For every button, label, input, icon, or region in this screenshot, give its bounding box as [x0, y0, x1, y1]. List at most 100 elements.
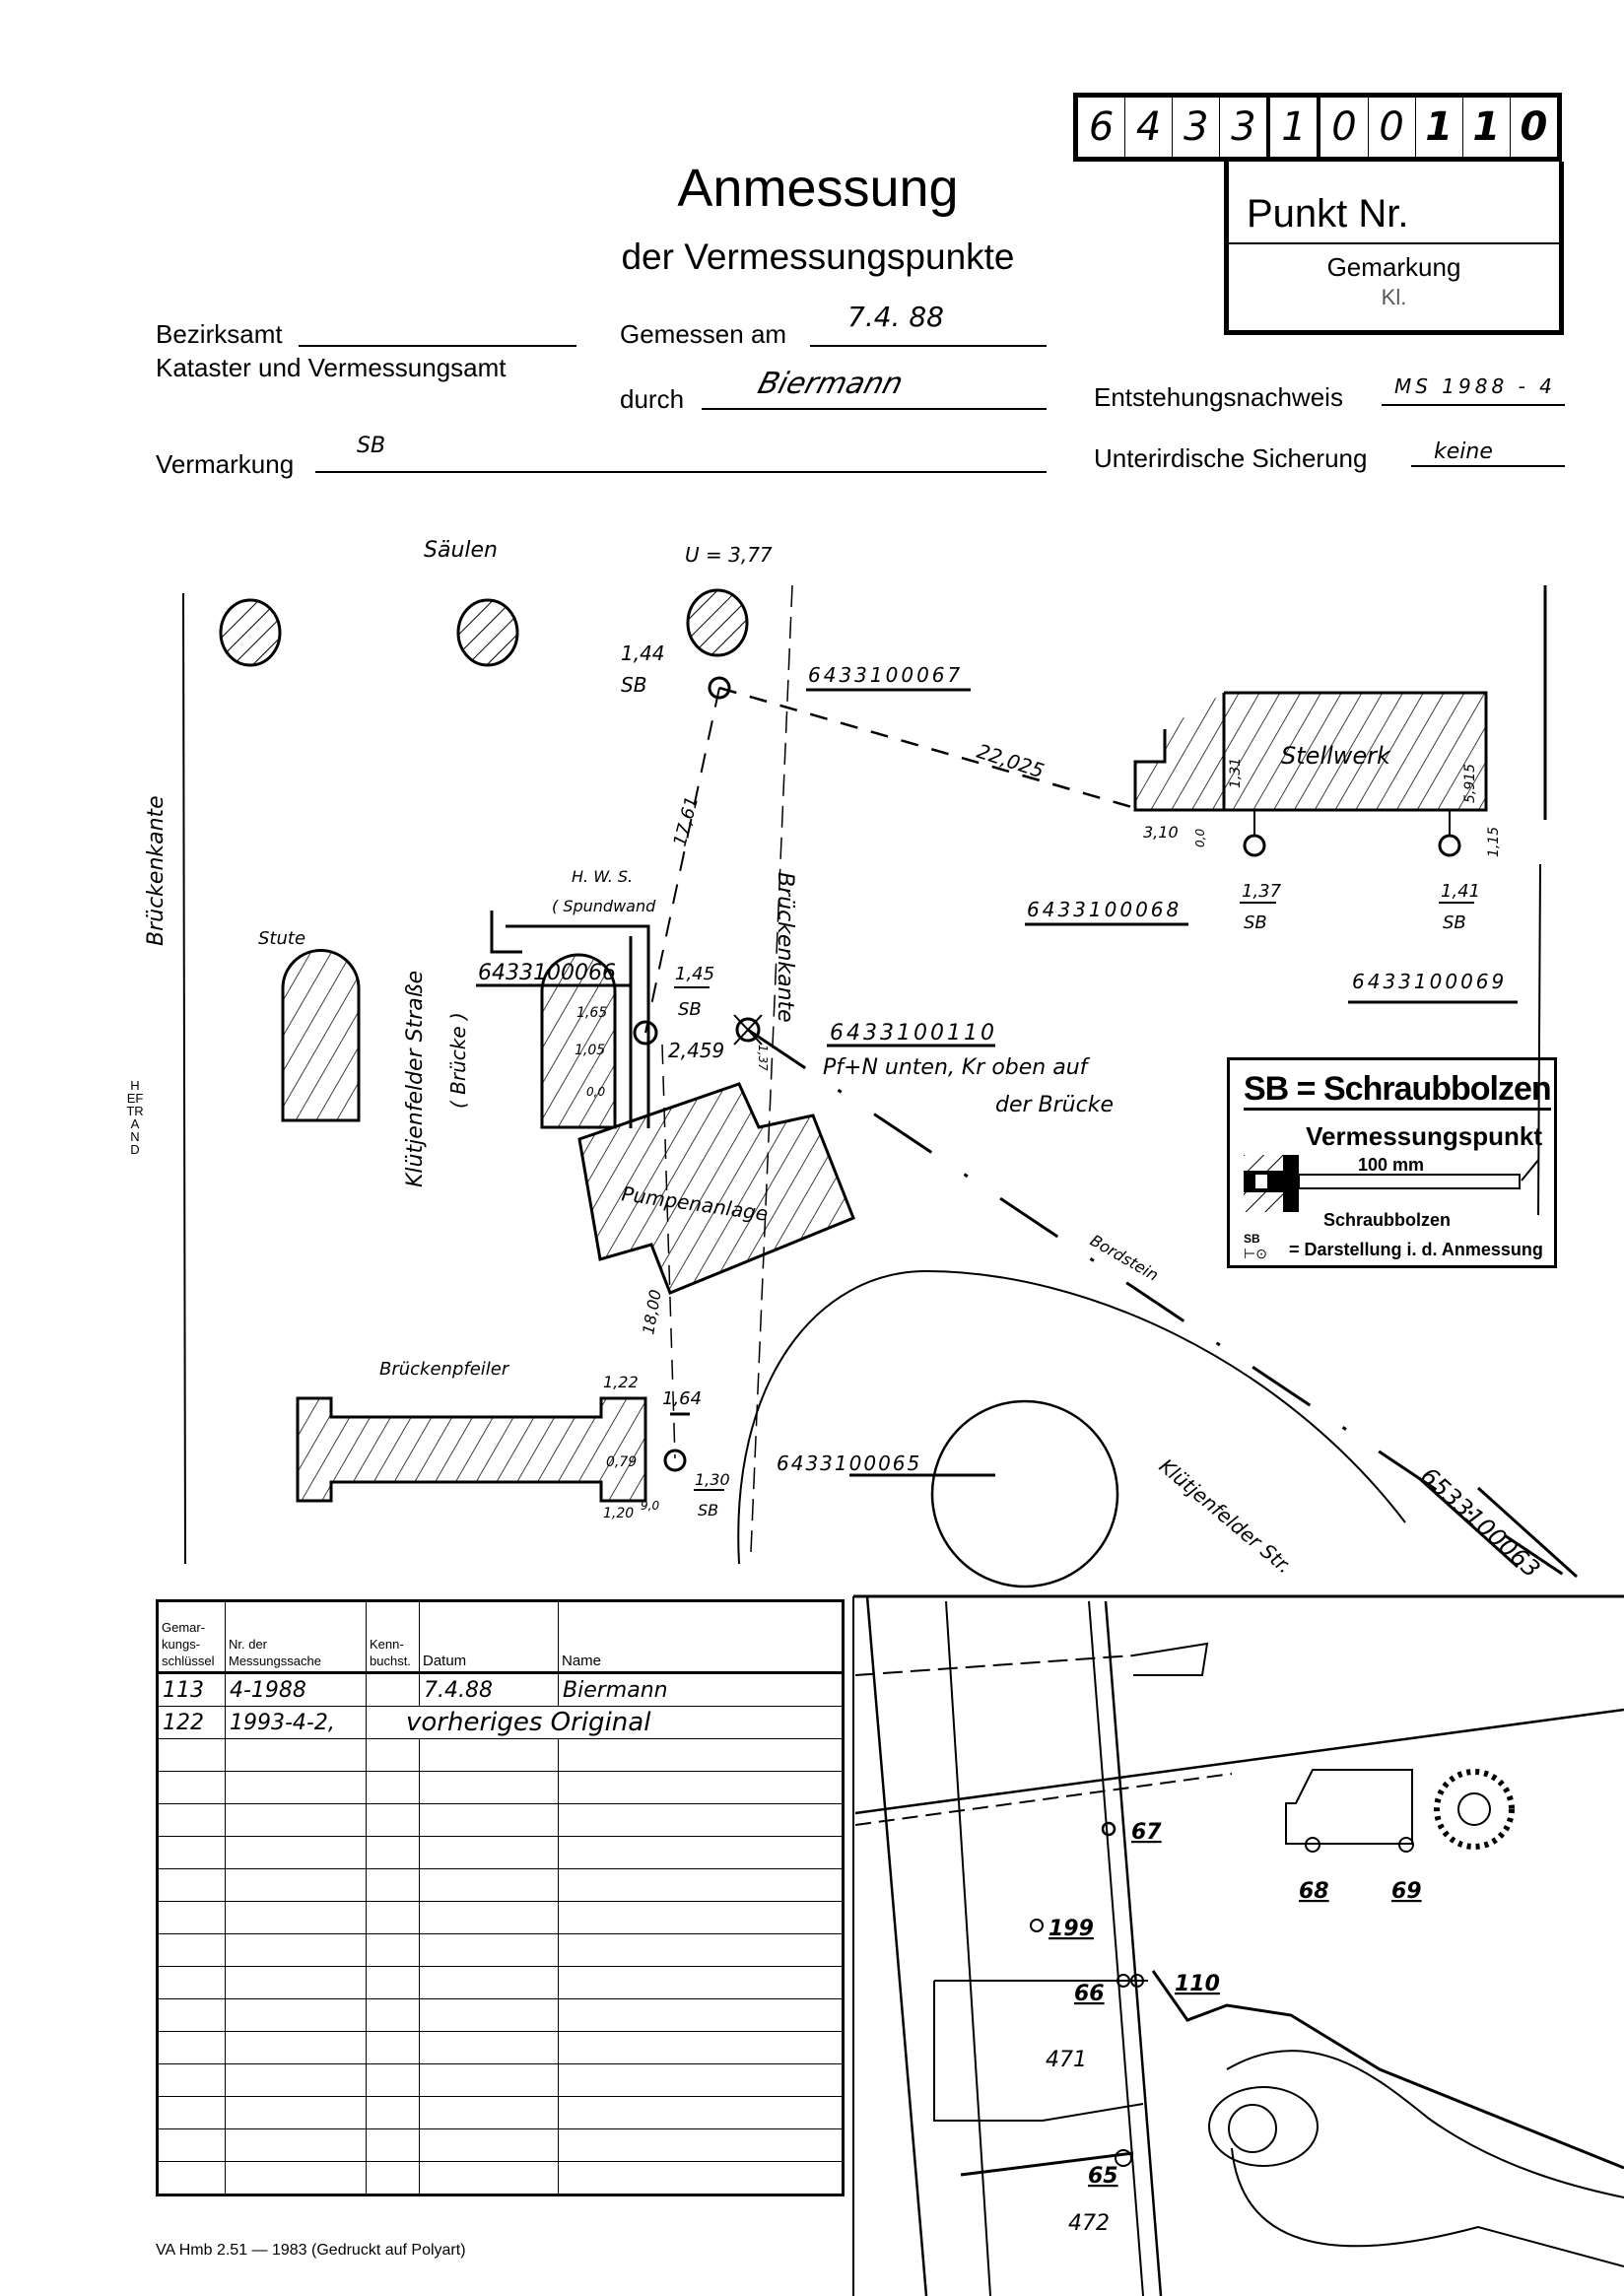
table-cell-empty	[157, 2031, 226, 2064]
saeulen-label: Säulen	[424, 538, 498, 563]
bordstein-label: Bordstein	[1087, 1231, 1162, 1285]
digit: 3	[1219, 98, 1266, 157]
pillar-near-66	[540, 953, 617, 1129]
table-row-empty	[157, 1933, 844, 1967]
table-cell-empty	[558, 2031, 844, 2064]
map-label-66: 66	[1074, 1982, 1105, 2006]
strasse-label: Klütjenfelder Straße	[403, 971, 428, 1187]
brueckenkante-left-label: Brückenkante	[144, 795, 169, 946]
table-row-empty	[157, 1868, 844, 1902]
heftrand-text: HEFTRAND	[126, 1078, 144, 1157]
punkt-nr-box: Punkt Nr. Gemarkung Kl.	[1224, 162, 1564, 335]
dist-1761: 17,61	[670, 794, 704, 848]
gemessen-am-field	[810, 345, 1047, 347]
table-cell-empty	[419, 1933, 559, 1967]
dim-1800: 18,00	[639, 1288, 665, 1335]
map-label-65: 65	[1088, 2164, 1118, 2189]
bezirksamt-label: Bezirksamt	[156, 319, 283, 349]
sb-point-icon: ⊢⊙	[1244, 1246, 1267, 1261]
bolt-diagram-icon	[1244, 1155, 1539, 1212]
table-cell-empty	[366, 2161, 420, 2195]
header-datum: Datum	[419, 1600, 559, 1674]
table-cell-empty	[558, 1966, 844, 1999]
stellwerk-label: Stellwerk	[1281, 742, 1391, 770]
unterirdische-sicherung-value: keine	[1434, 439, 1493, 464]
dim-137: 1,37	[756, 1045, 770, 1071]
dim-310: 3,10	[1143, 823, 1179, 842]
bezirksamt-field	[299, 345, 576, 347]
table-cell-empty	[366, 1738, 420, 1772]
entstehungsnachweis-value: MS 1988 - 4	[1394, 374, 1556, 398]
table-cell-empty	[419, 1998, 559, 2032]
sketch-left-border	[182, 592, 186, 1565]
table-cell-empty	[558, 2096, 844, 2129]
table-cell-empty	[225, 2063, 367, 2097]
header-kennbuchstabe: Kenn- buchst.	[366, 1600, 420, 1674]
brueckenkante-label: Brückenkante	[773, 872, 797, 1023]
dim-165: 1,65	[576, 1005, 607, 1021]
table-cell-empty	[225, 1998, 367, 2032]
digit: 4	[1124, 98, 1172, 157]
pumpenanlage	[577, 1082, 855, 1295]
point-id-67: 6433100067	[808, 663, 963, 687]
table-cell-empty	[558, 1836, 844, 1869]
vermarkung-field	[315, 471, 1047, 473]
table-row-empty	[157, 1836, 844, 1869]
table-cell-empty	[157, 2063, 226, 2097]
p66-bottom: SB	[678, 999, 702, 1020]
cell-schluessel: 122	[157, 1706, 226, 1739]
table-row-empty	[157, 1738, 844, 1772]
table-cell-empty	[225, 1803, 367, 1837]
legend-length: 100 mm	[1358, 1155, 1425, 1175]
point-id-68: 6433100068	[1027, 898, 1182, 921]
map-building	[1285, 1769, 1413, 1845]
table-cell-empty	[157, 1998, 226, 2032]
map-label-110: 110	[1175, 1972, 1220, 1996]
p67-bottom: SB	[621, 673, 646, 697]
form-footer: VA Hmb 2.51 — 1983 (Gedruckt auf Polyart…	[156, 2242, 466, 2259]
point-id-63: 6533100063	[1415, 1462, 1545, 1584]
stute-label: Stute	[258, 928, 305, 949]
map-label-199: 199	[1049, 1917, 1094, 1941]
table-cell-empty	[225, 1868, 367, 1902]
table-cell-empty	[366, 2128, 420, 2162]
table-cell-empty	[419, 1771, 559, 1804]
dim-164: 1,64	[662, 1388, 702, 1409]
unterirdische-sicherung-field	[1411, 465, 1565, 467]
table-cell-empty	[558, 1933, 844, 1967]
legend-sb-symbol: SB	[1244, 1232, 1260, 1246]
register-table: Gemar- kungs- schlüssel Nr. der Messungs…	[156, 1599, 845, 2196]
point-110-marker	[735, 1017, 761, 1043]
point-id-65: 6433100065	[777, 1452, 921, 1475]
table-cell-empty	[225, 2161, 367, 2195]
durch-field	[702, 408, 1047, 410]
gemessen-am-label: Gemessen am	[620, 319, 787, 349]
digit: 6	[1088, 104, 1115, 150]
digit: 0	[1317, 98, 1367, 157]
table-cell-empty	[419, 2096, 559, 2129]
column-3	[686, 588, 749, 657]
table-cell-empty	[225, 2096, 367, 2129]
p66-top: 1,45	[675, 964, 714, 984]
table-cell-empty	[157, 2161, 226, 2195]
table-cell-empty	[225, 2031, 367, 2064]
legend-schraubbolzen: Schraubbolzen	[1323, 1210, 1452, 1230]
table-cell-empty	[225, 1933, 367, 1967]
digit: 3	[1172, 98, 1219, 157]
strasse-lower-label: Klütjenfelder Str.	[1155, 1453, 1297, 1578]
digit: 0	[1509, 98, 1557, 157]
table-cell-empty	[558, 1738, 844, 1772]
page-subtitle: der Vermessungspunkte	[621, 236, 1015, 277]
map-label-67: 67	[1131, 1820, 1162, 1845]
point-id-110: 6433100110	[830, 1021, 997, 1046]
brueckenpfeiler-label: Brückenpfeiler	[379, 1359, 510, 1380]
p68-top: 1,37	[1242, 881, 1282, 902]
dim-115: 1,15	[1486, 827, 1502, 857]
map-labels: 67 68 69 199 66 110 471 65 472	[1046, 1820, 1422, 2236]
p110-note-1: Pf+N unten, Kr oben auf	[823, 1055, 1091, 1080]
point-65-marker	[663, 1449, 687, 1472]
dim-079: 0,79	[606, 1454, 637, 1470]
vermarkung-value: SB	[357, 434, 386, 458]
table-cell-empty	[419, 2063, 559, 2097]
dim-105: 1,05	[575, 1043, 605, 1058]
